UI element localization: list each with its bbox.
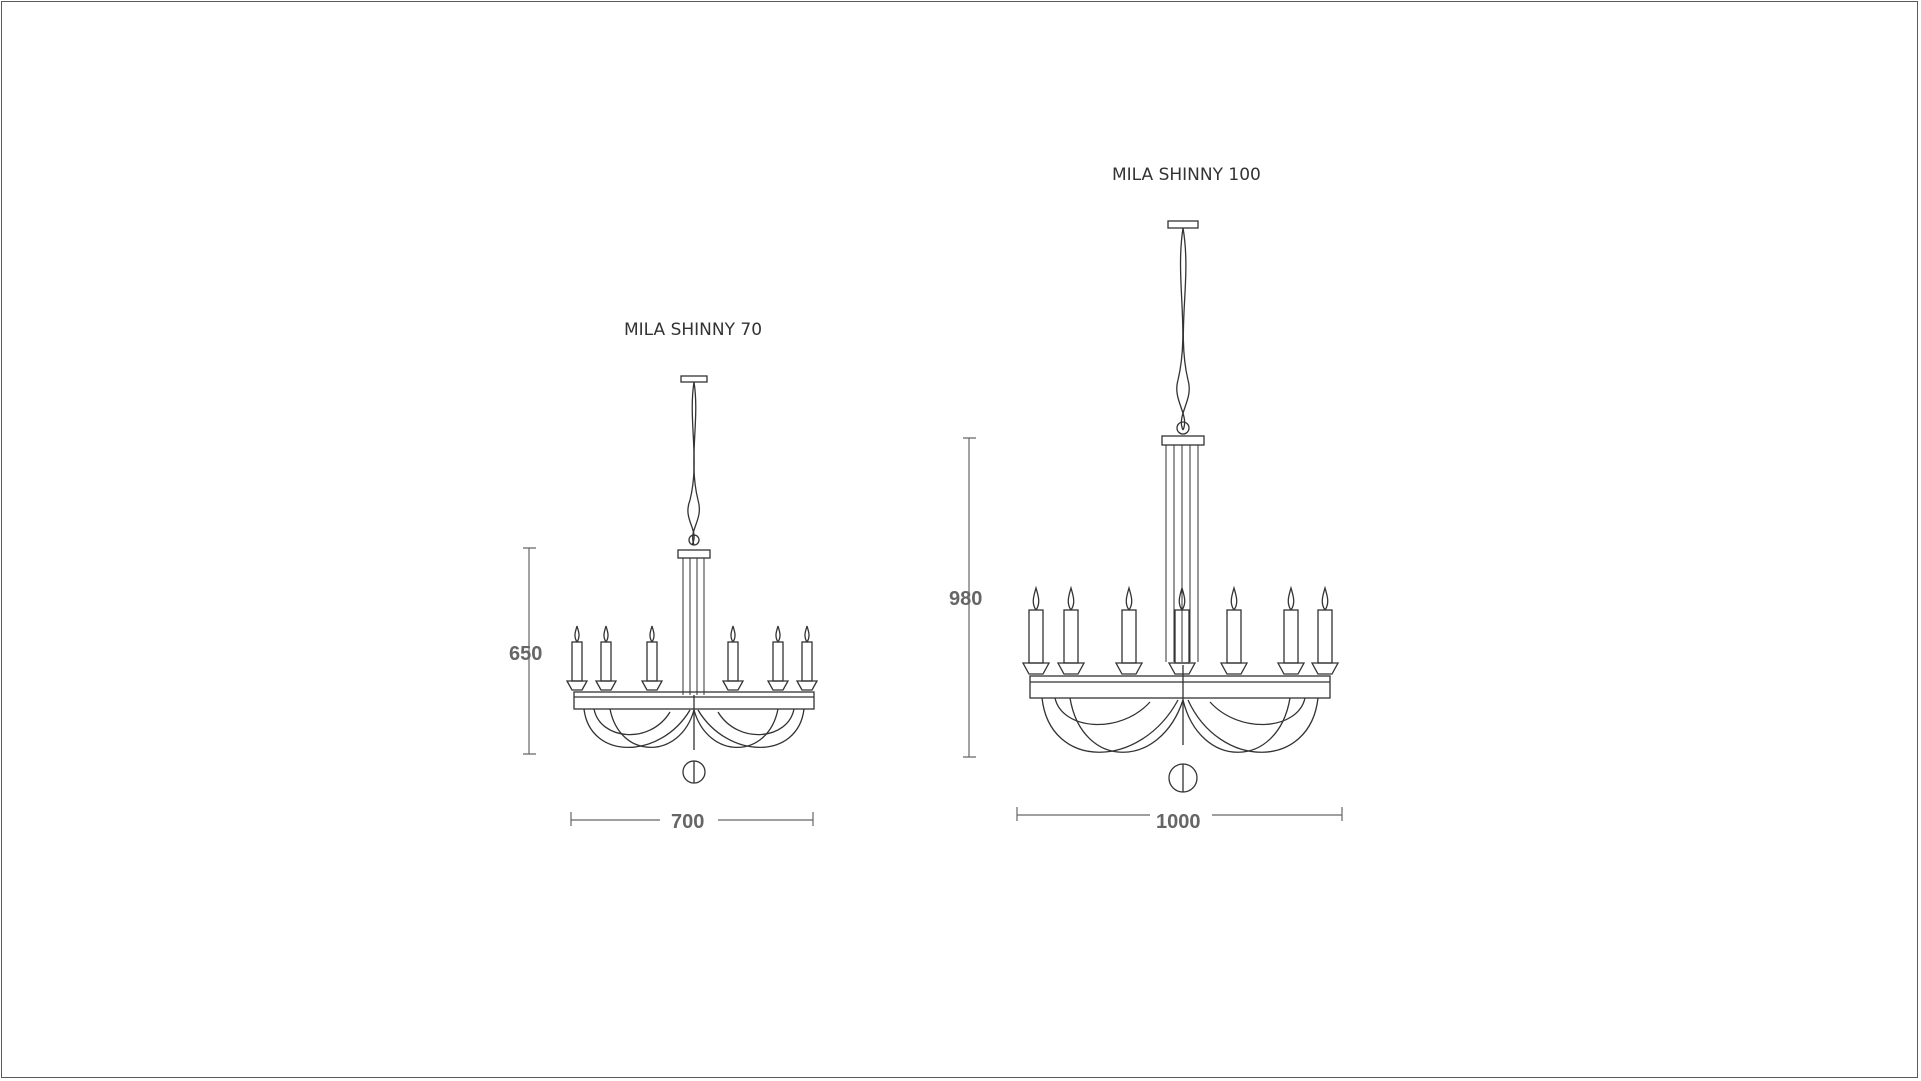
drawing-title-70: MILA SHINNY 70	[624, 320, 762, 340]
width-dimension-70: 700	[671, 811, 704, 833]
chandelier-100-drawing	[963, 220, 1343, 821]
width-dimension-100: 1000	[1156, 811, 1201, 833]
chandelier-70-drawing	[523, 375, 818, 826]
drawing-title-100: MILA SHINNY 100	[1112, 165, 1261, 185]
height-dimension-70: 650	[509, 643, 542, 665]
height-dimension-100: 980	[949, 588, 982, 610]
